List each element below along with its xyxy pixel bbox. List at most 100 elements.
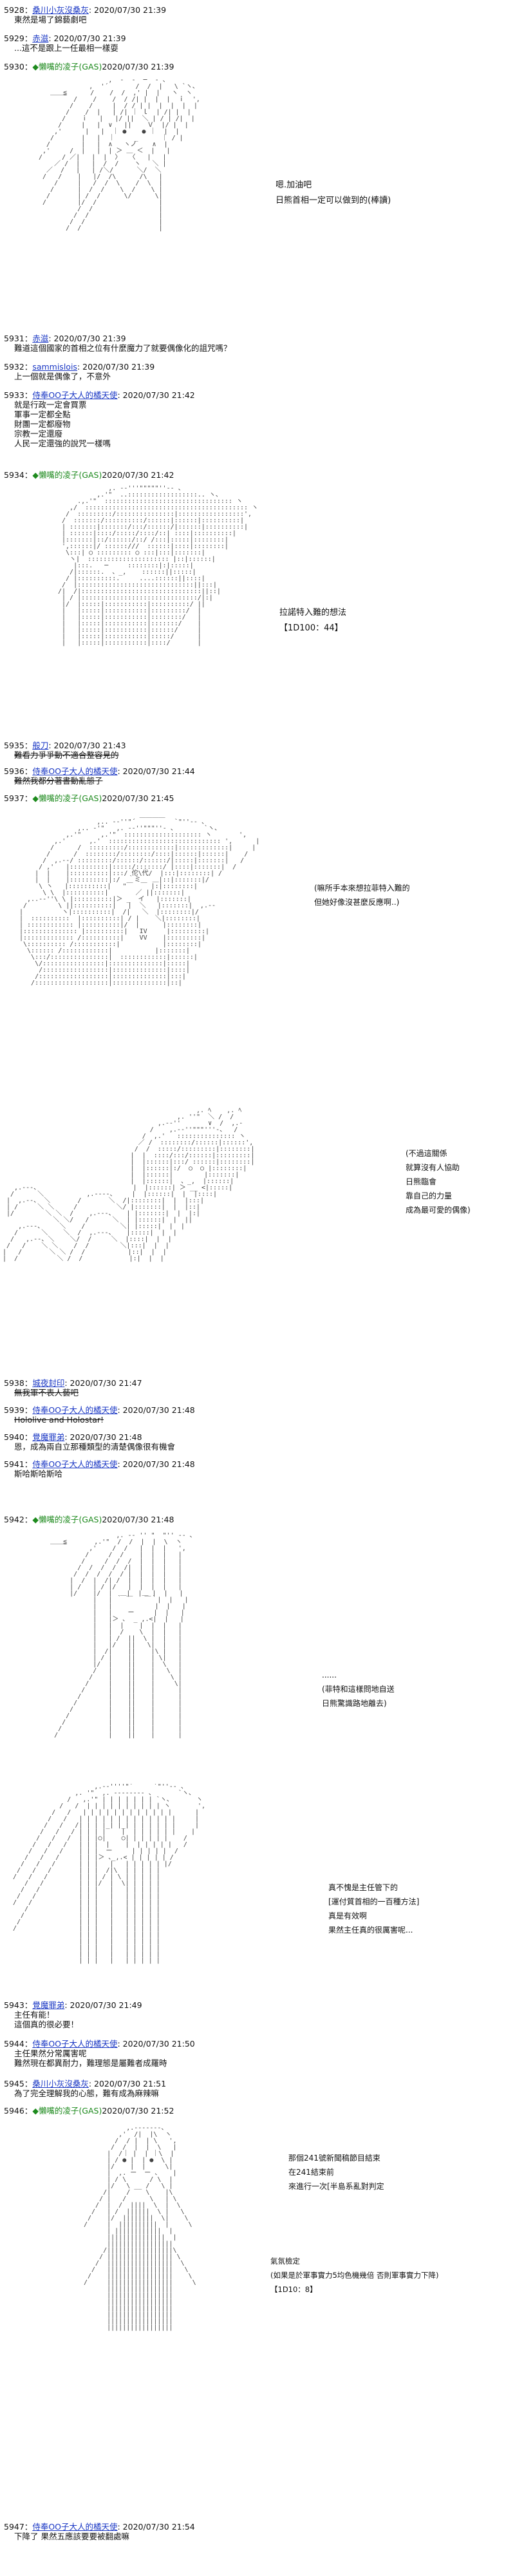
post-5938: 5938：城夜封印: 2020/07/30 21:47 無我軍不表人藝吧 xyxy=(4,1378,511,1397)
post-text: ...這不是跟上一任最相一樣耍 xyxy=(14,43,118,53)
post-date: : 2020/07/30 21:39 xyxy=(88,5,167,15)
post-date: : 2020/07/30 21:44 xyxy=(117,766,195,776)
poster-name-link[interactable]: 侍奉OO子大人的橘天使 xyxy=(32,1405,118,1415)
ascii-art-character: ,. -‐'''"""""''‐- 、 ,.'" ..:::::::::::::… xyxy=(58,486,259,647)
post-date: : 2020/07/30 21:39 xyxy=(48,334,126,343)
post-date: : 2020/07/30 21:51 xyxy=(88,2079,167,2088)
poster-name-trip: ◆懶嘴的凌子(GAS) xyxy=(32,470,102,480)
post-number: 5931： xyxy=(4,334,33,343)
post-text: 難然現在都異耐力，難理態是屬難者成羅時 xyxy=(14,2058,167,2068)
post-text: 財團一定都廢物 xyxy=(14,419,71,429)
post-text: 難道這個國家的首相之位有什麼魔力了就要偶像化的詛咒嗎？ xyxy=(14,343,232,353)
post-number: 5939： xyxy=(4,1405,33,1415)
post-text: 無我軍不表人藝吧 xyxy=(14,1388,79,1397)
post-number: 5947： xyxy=(4,2522,33,2532)
speech-5942-b: 真不愧是主任管下的 [運付質首相的一百種方法] 真是有效啊 果然主任真的很厲害呢… xyxy=(328,1883,420,1935)
speech-5937-b: (不過這關係 就算沒有人協助 日熊臨會 靠自己的力量 成為最可愛的偶像) xyxy=(406,1149,471,1215)
poster-name-link[interactable]: 赤滋 xyxy=(32,334,49,343)
ascii-art-character: ,. -‐ '' " "'' ‐- ､ ＿＿≦ ,.'" / / | | \ ヽ… xyxy=(50,1533,193,1739)
post-5935: 5935：般刀: 2020/07/30 21:43 難看力爭爭動不適合整容見的 xyxy=(4,741,511,760)
post-number: 5930： xyxy=(4,62,33,71)
speech-5930: 嗯.加油吧 日熊首相一定可以做到的(棒讀) xyxy=(276,180,391,205)
post-text: 東然是場了錦藝劇吧 xyxy=(14,15,87,24)
poster-name-link[interactable]: 城夜封印 xyxy=(32,1378,65,1388)
poster-name-link[interactable]: 侍奉OO子大人的橘天使 xyxy=(32,2522,118,2532)
poster-name-link[interactable]: 侍奉OO子大人的橘天使 xyxy=(32,1459,118,1469)
poster-name-link[interactable]: 桑川小灰沒桑灰 xyxy=(32,2079,89,2088)
poster-name-link[interactable]: 般刀 xyxy=(32,741,49,750)
poster-name-link[interactable]: sammislois xyxy=(32,362,77,372)
post-5942: 5942：◆懶嘴的凌子(GAS)2020/07/30 21:48 xyxy=(4,1515,511,1524)
post-text: 為了完全理解我的心態，難有成為麻辣嘛 xyxy=(14,2088,160,2098)
post-date: 2020/07/30 21:52 xyxy=(102,2106,174,2116)
poster-name-link[interactable]: 侍奉OO子大人的橘天使 xyxy=(32,390,118,400)
post-date: : 2020/07/30 21:39 xyxy=(48,33,126,43)
poster-name-link[interactable]: 侍奉OO子大人的橘天使 xyxy=(32,2039,118,2049)
poster-name-trip: ◆懶嘴的凌子(GAS) xyxy=(32,2106,102,2116)
post-number: 5940： xyxy=(4,1432,33,1442)
poster-name-link[interactable]: 赤滋 xyxy=(32,33,49,43)
poster-name-trip: ◆懶嘴的凌子(GAS) xyxy=(32,62,102,71)
poster-name-trip: ◆懶嘴的凌子(GAS) xyxy=(32,1515,102,1524)
post-date: : 2020/07/30 21:48 xyxy=(64,1432,142,1442)
post-5933: 5933：侍奉OO子大人的橘天使: 2020/07/30 21:42 就是行政一… xyxy=(4,390,511,448)
post-5947: 5947：侍奉OO子大人的橘天使: 2020/07/30 21:54 下降了 果… xyxy=(4,2522,511,2541)
speech-5946-a: 那個241號新聞稿節目結束 在241結束前 來進行一次[半島系亂對判定 xyxy=(288,2154,384,2191)
post-5943: 5943：覺魔罪弟: 2020/07/30 21:49 主任有能！ 這個真的很必… xyxy=(4,2000,511,2029)
post-date: : 2020/07/30 21:50 xyxy=(117,2039,195,2049)
post-date: : 2020/07/30 21:49 xyxy=(64,2000,142,2010)
post-text: 難看力爭爭動不適合整容見的 xyxy=(14,750,119,760)
poster-name-link[interactable]: 覺魔罪弟 xyxy=(32,2000,65,2010)
post-text: 就是行政一定會買票 xyxy=(14,400,87,410)
ascii-art-character: ,. ﾍ ,. ﾍ ,. ''" ＼ / / ,.-‐'' ∨ / ,.- / … xyxy=(3,1108,255,1262)
post-text: 主任有能！ xyxy=(14,2010,55,2020)
post-5946: 5946：◆懶嘴的凌子(GAS)2020/07/30 21:52 xyxy=(4,2106,511,2116)
post-5944: 5944：侍奉OO子大人的橘天使: 2020/07/30 21:50 主任果然分… xyxy=(4,2039,511,2068)
poster-name-link[interactable]: 桑川小灰沒桑灰 xyxy=(32,5,89,15)
post-number: 5938： xyxy=(4,1378,33,1388)
post-text: 斯哈斯哈斯哈 xyxy=(14,1469,63,1479)
post-5934: 5934：◆懶嘴的凌子(GAS)2020/07/30 21:42 xyxy=(4,470,511,480)
ascii-art-character: ＿＿＿＿ ,.. -‐''"´ `"''‐- 、 ,.. ‐'" ,. -‐''… xyxy=(19,813,260,987)
speech-5934: 拉諾特入難的想法 【1D100：44】 xyxy=(279,608,347,633)
post-5931: 5931：赤滋: 2020/07/30 21:39 難道這個國家的首相之位有什麼… xyxy=(4,334,511,353)
post-number: 5942： xyxy=(4,1515,33,1524)
post-date: 2020/07/30 21:48 xyxy=(102,1515,174,1524)
post-number: 5937： xyxy=(4,793,33,803)
post-5928: 5928：桑川小灰沒桑灰: 2020/07/30 21:39 東然是場了錦藝劇吧 xyxy=(4,5,511,24)
speech-5942-a: ...... (菲特和這樣問地自送 日熊驚識路地離去) xyxy=(322,1671,395,1708)
post-number: 5946： xyxy=(4,2106,33,2116)
speech-5946-b: 氣氛檢定 (如果是於軍事實力5均色機幾倍 否則軍事實力下降) 【1D10：8】 xyxy=(270,2257,439,2294)
post-number: 5929： xyxy=(4,33,33,43)
poster-name-trip: ◆懶嘴的凌子(GAS) xyxy=(32,793,102,803)
post-text: 下降了 果然五應該要要被翻處嘛 xyxy=(14,2532,129,2541)
post-number: 5933： xyxy=(4,390,33,400)
post-number: 5945： xyxy=(4,2079,33,2088)
post-text: 這個真的很必要！ xyxy=(14,2020,79,2029)
post-text: 難然我都分著書動亂態子 xyxy=(14,776,103,786)
post-number: 5936： xyxy=(4,766,33,776)
post-5929: 5929：赤滋: 2020/07/30 21:39 ...這不是跟上一任最相一樣… xyxy=(4,33,511,53)
post-date: : 2020/07/30 21:48 xyxy=(117,1459,195,1469)
post-5945: 5945：桑川小灰沒桑灰: 2020/07/30 21:51 為了完全理解我的心… xyxy=(4,2079,511,2098)
post-text: 恩，成為兩自立那種類型的清楚偶像很有機會 xyxy=(14,1442,176,1452)
post-number: 5932： xyxy=(4,362,33,372)
ascii-art-character: , - ‐ ─ - 、 , '´ / / | \ `ヽ、 ＿＿≦ / / / ,… xyxy=(39,77,200,232)
post-text: Hololive and Holostar! xyxy=(14,1415,104,1425)
post-date: 2020/07/30 21:42 xyxy=(102,470,174,480)
post-text: 軍事一定都全點 xyxy=(14,410,71,419)
poster-name-link[interactable]: 侍奉OO子大人的橘天使 xyxy=(32,766,118,776)
post-5936: 5936：侍奉OO子大人的橘天使: 2020/07/30 21:44 難然我都分… xyxy=(4,766,511,786)
post-date: 2020/07/30 21:45 xyxy=(102,793,174,803)
post-5932: 5932：sammislois: 2020/07/30 21:39 上一個就是偶… xyxy=(4,362,511,381)
post-date: 2020/07/30 21:39 xyxy=(102,62,174,71)
post-number: 5943： xyxy=(4,2000,33,2010)
post-date: : 2020/07/30 21:54 xyxy=(117,2522,195,2532)
post-number: 5941： xyxy=(4,1459,33,1469)
post-date: : 2020/07/30 21:42 xyxy=(117,390,195,400)
ascii-art-character: ,.-‐‐‐‐‐-、 ,' /| |\ ヽ / / | | \ ', / / |… xyxy=(84,2125,196,2331)
poster-name-link[interactable]: 覺魔罪弟 xyxy=(32,1432,65,1442)
ascii-art-character: ,.-‐''''"´ ￣￣ `"''‐- 、 ,. '" ,. -‐‐‐‐‐‐-… xyxy=(13,1784,205,1964)
post-5939: 5939：侍奉OO子大人的橘天使: 2020/07/30 21:48 Holol… xyxy=(4,1405,511,1425)
post-5941: 5941：侍奉OO子大人的橘天使: 2020/07/30 21:48 斯哈斯哈斯… xyxy=(4,1459,511,1479)
